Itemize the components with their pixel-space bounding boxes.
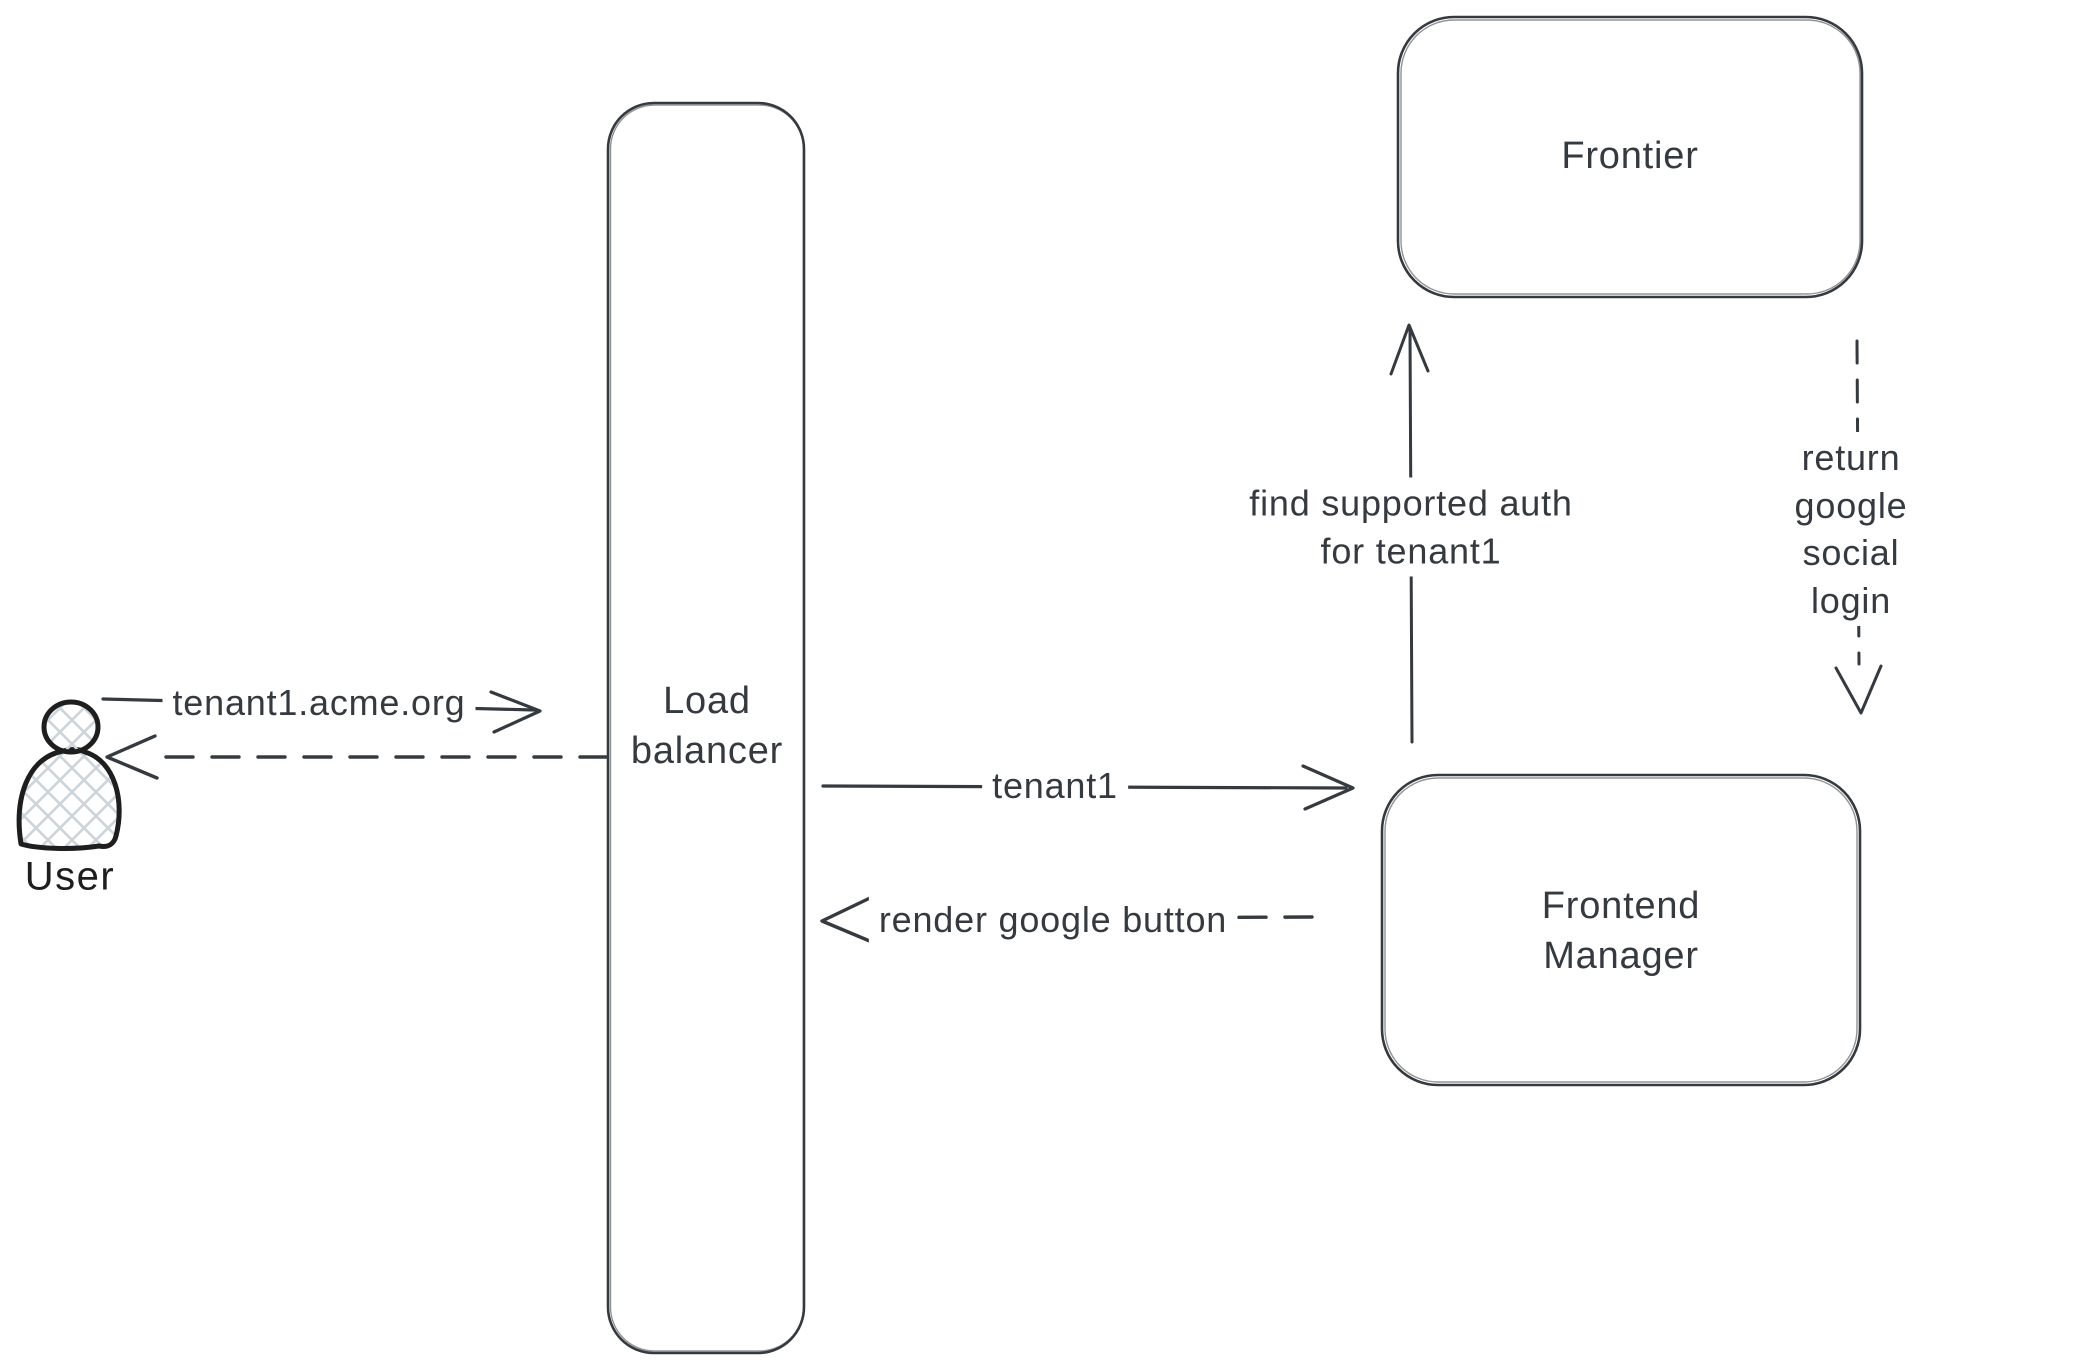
edge-label-tenant1-acme-org: tenant1.acme.org bbox=[162, 677, 476, 729]
frontend-manager-label: Frontend Manager bbox=[1541, 884, 1701, 977]
arrow-load-balancer-to-user bbox=[105, 734, 609, 780]
load-balancer-label: Load balancer bbox=[630, 679, 784, 772]
edge-label-return-google-social-login: return google social login bbox=[1735, 431, 1967, 627]
frontier-label: Frontier bbox=[1561, 134, 1699, 177]
load-balancer-box bbox=[606, 101, 806, 1355]
frontend-manager-box bbox=[1380, 773, 1862, 1087]
user-label: User bbox=[24, 854, 116, 899]
edge-label-find-supported-auth: find supported auth for tenant1 bbox=[1239, 477, 1583, 577]
edge-label-tenant1: tenant1 bbox=[982, 760, 1128, 812]
edge-label-render-google-button: render google button bbox=[868, 894, 1238, 946]
frontier-box bbox=[1396, 15, 1864, 299]
user-person-icon bbox=[16, 699, 122, 851]
